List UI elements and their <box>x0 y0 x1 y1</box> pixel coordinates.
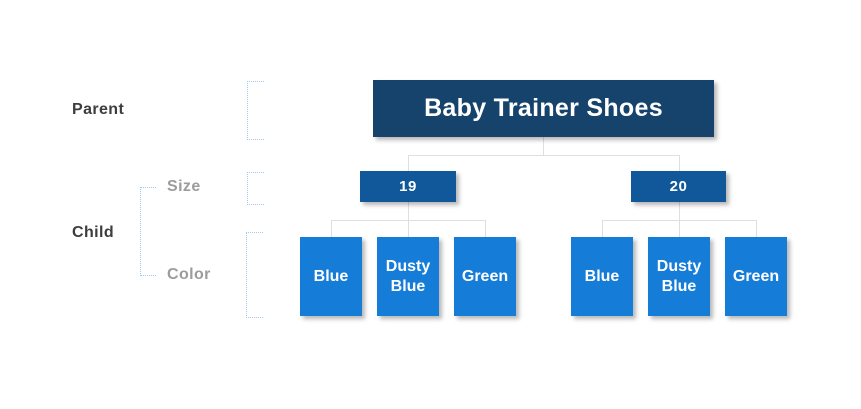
connector-line <box>408 202 409 220</box>
size-node-20: 20 <box>631 171 726 202</box>
color-node-19-green: Green <box>454 237 516 316</box>
parent-row-bracket <box>247 81 264 140</box>
color-node-20-green: Green <box>725 237 787 316</box>
connector-line <box>679 202 680 220</box>
connector-line <box>756 220 757 237</box>
connector-line <box>331 220 332 237</box>
row-label-size: Size <box>167 178 201 195</box>
color-node-19-blue: Blue <box>300 237 362 316</box>
connector-line <box>679 220 680 237</box>
connector-line <box>485 220 486 237</box>
color-node-20-blue: Blue <box>571 237 633 316</box>
row-label-parent: Parent <box>72 101 125 118</box>
connector-line <box>543 137 544 155</box>
size-node-19: 19 <box>360 171 456 202</box>
size-row-bracket <box>247 172 264 205</box>
connector-line <box>602 220 603 237</box>
parent-node: Baby Trainer Shoes <box>373 80 714 137</box>
connector-line <box>408 155 409 171</box>
connector-line <box>679 155 680 171</box>
color-node-19-dusty-blue: Dusty Blue <box>377 237 439 316</box>
row-label-color: Color <box>167 266 211 283</box>
connector-line <box>408 155 680 156</box>
color-row-bracket <box>246 232 263 318</box>
row-label-child: Child <box>72 224 114 241</box>
child-group-bracket <box>140 187 156 276</box>
color-node-20-dusty-blue: Dusty Blue <box>648 237 710 316</box>
connector-line <box>408 220 409 237</box>
